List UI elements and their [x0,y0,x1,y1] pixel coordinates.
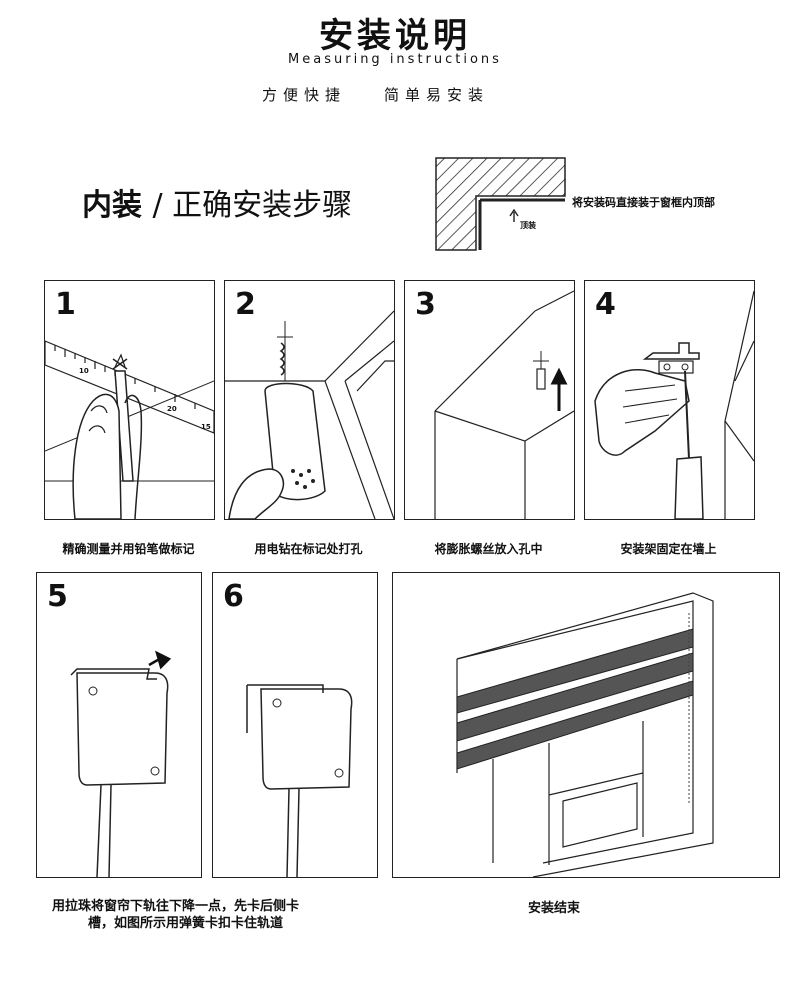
ruler-mark-20: 20 [167,405,177,413]
step-4-caption: 安装架固定在墙上 [620,542,717,556]
step-5-number: 5 [47,579,68,614]
finished-blind-panel [392,572,780,878]
tagline-right: 简单易安装 [384,86,490,104]
step-4-number: 4 [595,287,616,322]
caption-steps-5-6-line2: 槽，如图所示用弹簧卡扣卡住轨道 [88,916,284,931]
caption-finished: 安装结束 [528,901,581,916]
step-1-caption: 精确测量并用铅笔做标记 [62,542,195,556]
step-1-panel: 1 10 20 15 [44,280,215,520]
step-3-panel: 3 [404,280,575,520]
rail-clip-back-illustration [70,650,172,877]
step-2-number: 2 [235,287,256,322]
inside-mount-diagram: 顶装 [432,156,567,252]
page-title: 安装说明 [319,16,471,56]
step-6-panel: 6 [212,572,378,878]
pencil-ruler-illustration [45,340,214,519]
step-2-caption: 用电钻在标记处打孔 [254,542,363,556]
diagram-note: 将安装码直接装于窗框内顶部 [572,196,715,209]
section-title-rest: / 正确安装步骤 [152,188,353,223]
hatched-frame-illustration [435,157,566,251]
step-6-number: 6 [223,579,244,614]
ruler-mark-10: 10 [79,367,89,375]
step-2-panel: 2 [224,280,395,520]
drill-illustration [225,310,394,519]
step-3-caption: 将膨胀螺丝放入孔中 [434,542,543,556]
anchor-insert-illustration [434,290,574,519]
diagram-arrow-label: 顶装 [520,221,536,230]
ruler-mark-15: 15 [201,423,211,431]
caption-steps-5-6-line1: 用拉珠将窗帘下轨往下降一点，先卡后侧卡 [52,899,300,914]
finished-blind-illustration [456,592,714,877]
tagline-left: 方便快捷 [262,86,347,104]
step-1-number: 1 [55,287,76,322]
section-title-bold: 内装 [82,188,142,223]
rail-clip-locked-illustration [246,684,353,877]
section-title: 内装 / 正确安装步骤 [82,180,352,224]
step-4-panel: 4 [584,280,755,520]
page-subtitle: Measuring instructions [288,52,502,67]
step-3-number: 3 [415,287,436,322]
bracket-screwdriver-illustration [594,290,754,519]
step-5-panel: 5 [36,572,202,878]
